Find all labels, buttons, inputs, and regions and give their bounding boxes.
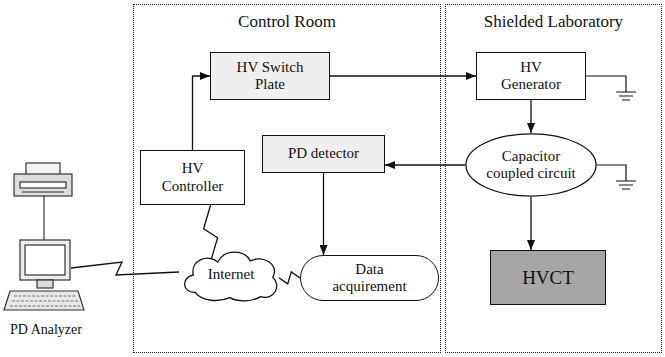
process-box: HV Switch Plate	[210, 52, 330, 100]
printer-cable	[43, 196, 44, 240]
network-cloud: Internet	[180, 248, 282, 302]
region-box: Shielded Laboratory HV GeneratorCapacitor…	[445, 4, 662, 353]
region-title: Control Room	[134, 12, 440, 32]
region-box: Control Room HV Switch Plate HV Controller…	[133, 4, 441, 353]
node-label: HV Generator	[491, 59, 571, 94]
process-box: HV Generator	[476, 52, 586, 100]
network-link	[71, 262, 179, 275]
process-box: Data acquirement	[300, 255, 439, 301]
network-link	[279, 272, 300, 284]
process-box: HV Controller	[140, 150, 245, 205]
node-label: Internet	[208, 266, 255, 283]
signal-arrow	[193, 76, 211, 150]
node-label: HV Controller	[153, 160, 233, 195]
signal-arrow	[385, 164, 465, 165]
device-label: PD Analyzer	[0, 322, 92, 338]
node-label: PD detector	[288, 145, 359, 162]
signal-arrow	[323, 173, 324, 255]
ground-symbol	[586, 76, 636, 100]
circuit-ellipse: Capacitor coupled circuit	[465, 133, 597, 197]
process-box: HVCT	[490, 250, 606, 305]
signal-arrow	[530, 197, 531, 250]
node-label: HVCT	[522, 267, 574, 289]
ground-symbol	[597, 165, 636, 189]
region-title: Shielded Laboratory	[446, 12, 661, 32]
signal-arrow	[330, 75, 476, 76]
computer-icon	[4, 240, 84, 310]
printer-icon	[14, 163, 72, 196]
process-box: PD detector	[262, 135, 385, 173]
network-link	[204, 205, 218, 262]
node-label: Capacitor coupled circuit	[479, 148, 583, 183]
node-label: Data acquirement	[320, 261, 420, 296]
signal-arrow	[530, 100, 531, 133]
node-label: HV Switch Plate	[220, 59, 320, 94]
